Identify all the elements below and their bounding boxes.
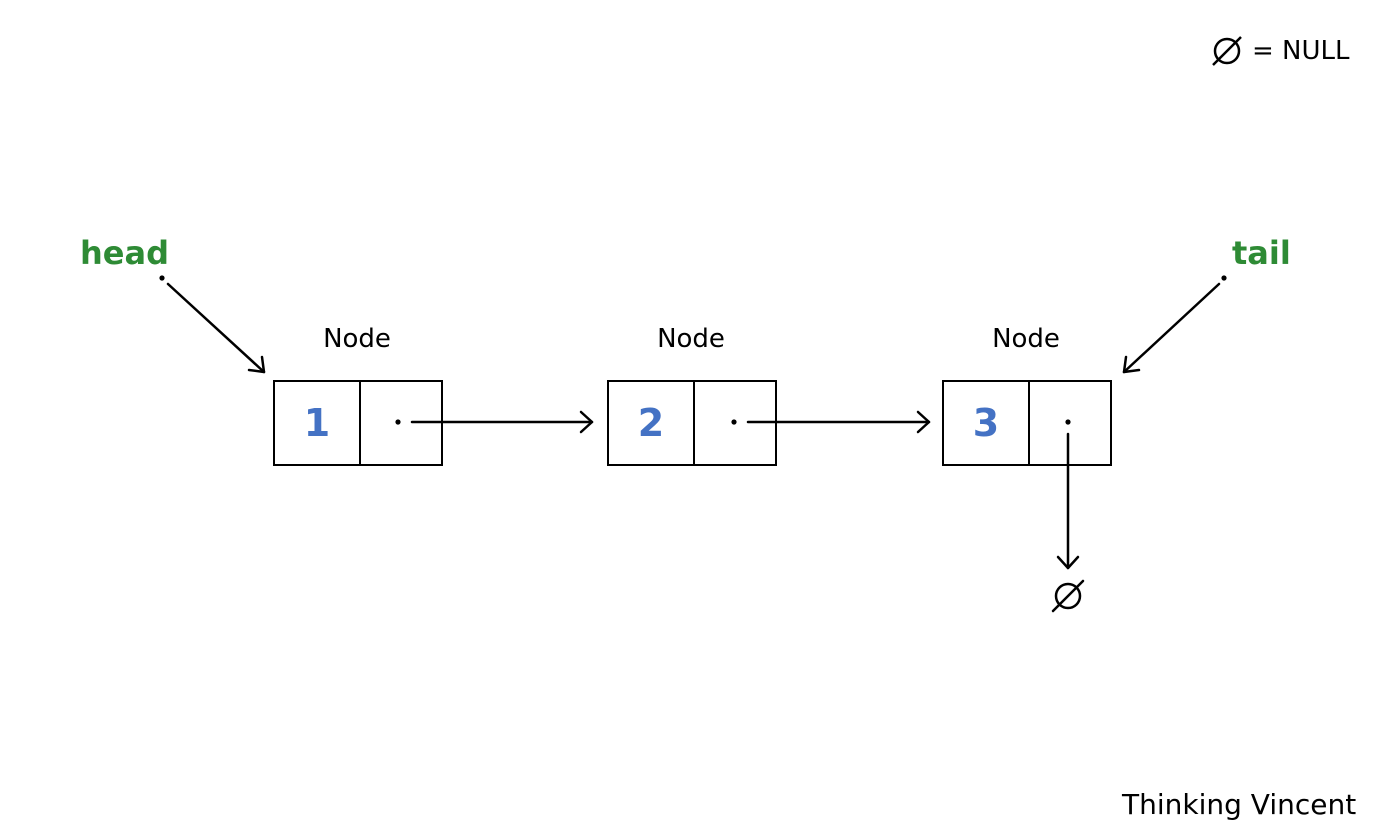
node-data-cell bbox=[275, 382, 361, 464]
head-pointer-dot bbox=[159, 275, 165, 281]
node-value: 1 bbox=[303, 401, 331, 445]
next-arrowhead-3 bbox=[1056, 555, 1080, 570]
node-data-cell bbox=[944, 382, 1030, 464]
node-value: 3 bbox=[972, 401, 1000, 445]
node-2: 2 bbox=[607, 380, 777, 466]
head-label: head bbox=[80, 234, 169, 272]
next-pointer-dot-3 bbox=[1065, 419, 1071, 425]
legend: = NULL bbox=[1210, 30, 1360, 74]
node-3: 3 bbox=[942, 380, 1112, 466]
next-arrowhead-1 bbox=[579, 410, 594, 434]
tail-label: tail bbox=[1232, 234, 1291, 272]
node-title-3: Node bbox=[992, 324, 1060, 354]
tail-arrowhead bbox=[1122, 355, 1141, 374]
legend-text: = NULL bbox=[1252, 36, 1350, 66]
head-arrowhead bbox=[247, 355, 266, 374]
author-credit: Thinking Vincent bbox=[1122, 788, 1357, 821]
null-icon bbox=[1212, 36, 1242, 66]
next-pointer-dot-1 bbox=[395, 419, 401, 425]
null-icon bbox=[1051, 579, 1085, 613]
node-title-1: Node bbox=[323, 324, 391, 354]
node-data-cell bbox=[609, 382, 695, 464]
node-value: 2 bbox=[637, 401, 665, 445]
node-1: 1 bbox=[273, 380, 443, 466]
tail-arrow bbox=[1122, 282, 1221, 374]
next-pointer-dot-2 bbox=[731, 419, 737, 425]
node-title-2: Node bbox=[657, 324, 725, 354]
tail-pointer-dot bbox=[1221, 275, 1227, 281]
next-arrowhead-2 bbox=[916, 410, 931, 434]
head-arrow bbox=[166, 282, 266, 374]
